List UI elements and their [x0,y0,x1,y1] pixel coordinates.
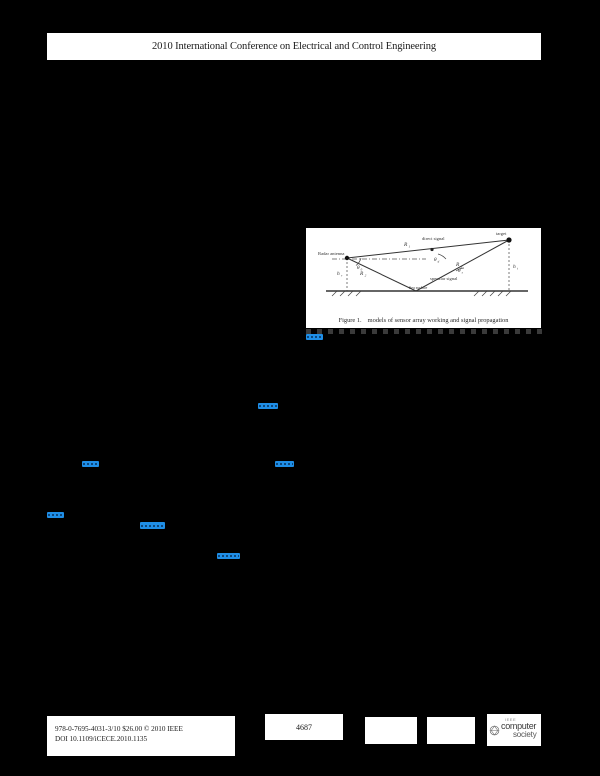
ieee-diamond-icon [489,725,500,735]
selection-fragment[interactable] [140,522,165,529]
footer-blank-box-a [365,717,417,744]
label-R1: R [403,242,408,248]
footer-copyright-box: 978-0-7695-4031-3/10 $26.00 © 2010 IEEE … [47,716,235,756]
copyright-line-2: DOI 10.1109/iCECE.2010.1135 [55,735,148,743]
logo-ieee-text: IEEE [505,717,517,722]
running-header: 2010 International Conference on Electri… [47,33,541,60]
figure-1-caption: Figure 1. models of sensor array working … [306,317,541,324]
label-target: target [496,231,507,236]
svg-text:2: 2 [365,274,367,278]
label-h-target: h [513,264,516,270]
figure-caption-label: Figure 1. [338,317,362,324]
svg-text:0: 0 [361,268,363,272]
figure-caption-text: models of sensor array working and signa… [367,317,509,324]
svg-text:r: r [341,274,343,278]
page-number: 4687 [296,722,312,732]
label-theta-d: θ [434,257,437,263]
label-theta-0: θ [357,265,360,271]
label-radar-antenna: Radar antenna [318,251,344,256]
figure-1-diagram: Radar antenna target direct signal specu… [318,231,528,297]
label-specular-signal: specular signal [430,276,458,281]
label-Rd: R [455,262,460,268]
copyright-line-1: 978-0-7695-4031-3/10 $26.00 © 2010 IEEE [55,725,183,733]
footer-blank-box-b [427,717,475,744]
svg-text:t: t [517,267,519,271]
svg-text:1: 1 [409,245,411,249]
selection-fragment[interactable] [82,461,99,467]
label-sea-surface: Sea surface [409,285,428,290]
label-theta-s: θ [458,268,461,274]
logo-word-society: society [513,729,537,739]
selection-fragment[interactable] [275,461,294,467]
selection-fragment[interactable] [217,553,240,559]
svg-text:d: d [438,260,440,264]
scan-artifact-row [306,329,542,334]
selection-fragment[interactable] [47,512,64,518]
selection-fragment[interactable] [306,334,323,340]
running-header-title: 2010 International Conference on Electri… [152,41,436,52]
svg-text:s: s [462,271,464,275]
footer-page-number-box: 4687 [265,714,343,740]
svg-text:d: d [461,265,463,269]
label-h-antenna: h [337,271,340,277]
ieee-computer-society-logo-box: computer society IEEE [487,714,541,746]
figure-1-panel: Radar antenna target direct signal specu… [306,228,541,328]
logo-word-computer: computer [501,720,537,731]
label-direct-signal: direct signal [422,236,445,241]
selection-fragment[interactable] [258,403,278,409]
label-R2: R [359,271,364,277]
